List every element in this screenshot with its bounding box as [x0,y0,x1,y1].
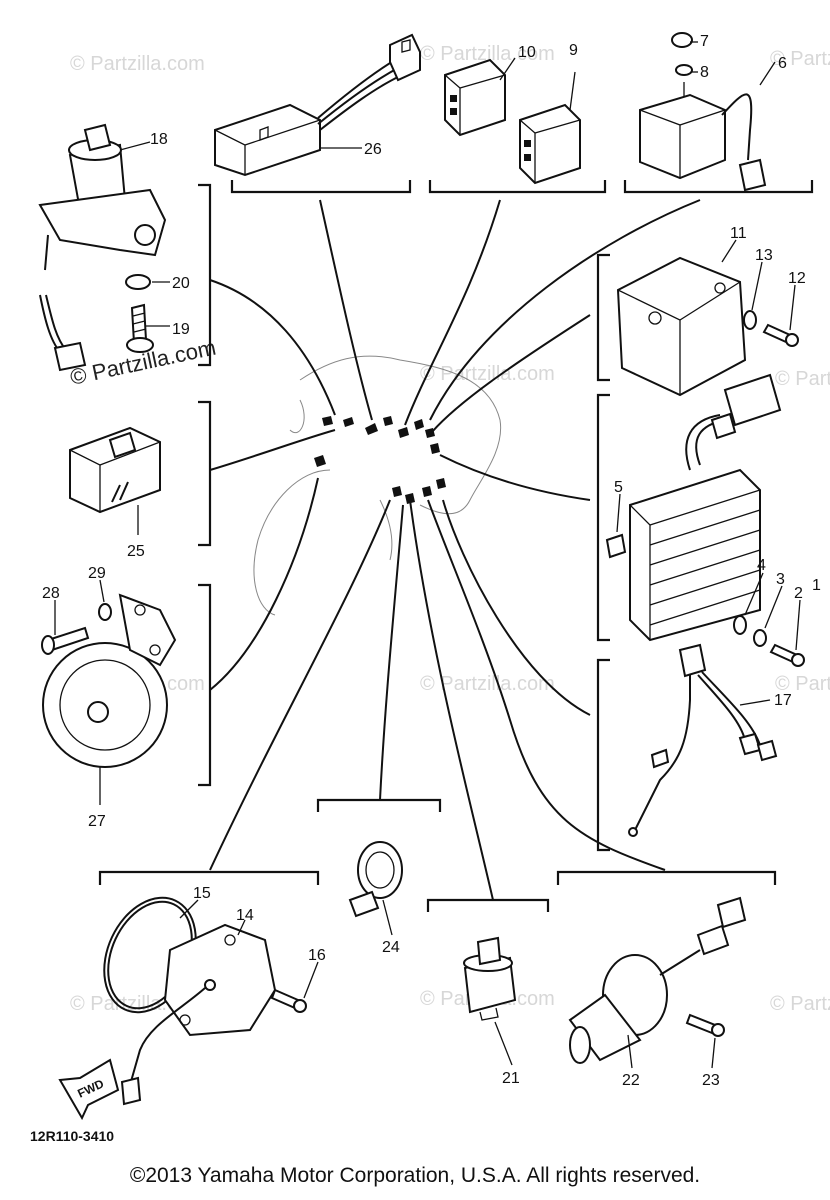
fwd-arrow-icon: FWD [58,1058,120,1121]
part-label-16: 16 [308,947,326,964]
part-label-9: 9 [569,42,578,59]
part-label-22: 22 [622,1072,640,1089]
part-26-connector-box [214,33,421,177]
part-label-13: 13 [755,247,773,264]
part-labels: 1 2 3 4 5 6 7 8 9 10 11 12 13 14 15 16 1… [42,33,821,1089]
part-10-relay [444,58,506,137]
part-4-collar [733,615,747,635]
part-17-sensor-lead [628,643,778,837]
watermark-text: © Partzilla.com [770,993,830,1015]
part-label-24: 24 [382,939,400,956]
part-20-washer [125,274,151,290]
part-label-17: 17 [774,692,792,709]
center-dots [314,416,446,504]
part-label-12: 12 [788,270,806,287]
watermark-text: © Partzilla.com [420,43,555,65]
copyright-notice: ©2013 Yamaha Motor Corporation, U.S.A. A… [129,1164,701,1187]
part-label-29: 29 [88,565,106,582]
part-label-28: 28 [42,585,60,602]
part-label-2: 2 [794,585,803,602]
part-label-21: 21 [502,1070,520,1087]
part-19-bolt [126,303,154,353]
part-21-oil-switch [463,936,517,1021]
part-label-26: 26 [364,141,382,158]
part-label-10: 10 [518,44,536,61]
part-14-cover [120,923,277,1106]
part-label-4: 4 [757,557,766,574]
part-12-bolt [762,323,799,347]
part-13-washer [743,310,757,330]
part-25-flasher-relay [69,426,161,514]
part-5-clip [605,533,627,559]
watermark-text: © Partzilla.com [420,363,555,385]
part-label-3: 3 [776,571,785,588]
watermark-text: © Partzilla.com [775,673,830,695]
part-27-horn [42,593,177,768]
diagram-ref-code: 12R110-3410 [30,1128,114,1144]
part-label-18: 18 [150,131,168,148]
part-18-main-switch [38,123,167,372]
part-label-6: 6 [778,55,787,72]
part-1-rectifier-regulator [629,373,782,642]
part-label-15: 15 [193,885,211,902]
part-label-25: 25 [127,543,145,560]
part-23-bolt [685,1013,725,1037]
part-24-clamp [348,841,403,918]
part-label-1: 1 [812,577,821,594]
part-9-relay [519,103,581,185]
part-label-11: 11 [730,225,747,242]
part-label-8: 8 [700,64,709,81]
label-leaders [54,41,801,1069]
part-label-5: 5 [614,479,623,496]
part-6-starter-relay [639,32,767,192]
part-29-washer [98,603,112,621]
part-28-bolt [41,626,90,655]
part-2-bolt [769,643,805,667]
part-label-14: 14 [236,907,254,924]
watermark-text: © Partzilla.com [420,673,555,695]
watermark-text: © Partzilla.com [775,368,830,390]
part-16-bolt [270,988,307,1013]
section-brackets [98,180,814,912]
part-label-27: 27 [88,813,106,830]
part-22-sensor [568,896,747,1064]
part-label-20: 20 [172,275,190,292]
part-3-washer [753,629,767,647]
part-label-7: 7 [700,33,709,50]
frame-outline [253,355,502,616]
watermark-text: © Partzilla.com [70,53,205,75]
part-11-cdi-unit [616,256,747,397]
watermark-text: © Partzilla.com [770,48,830,70]
part-label-23: 23 [702,1072,720,1089]
leader-lines [209,199,701,901]
part-label-19: 19 [172,321,190,338]
